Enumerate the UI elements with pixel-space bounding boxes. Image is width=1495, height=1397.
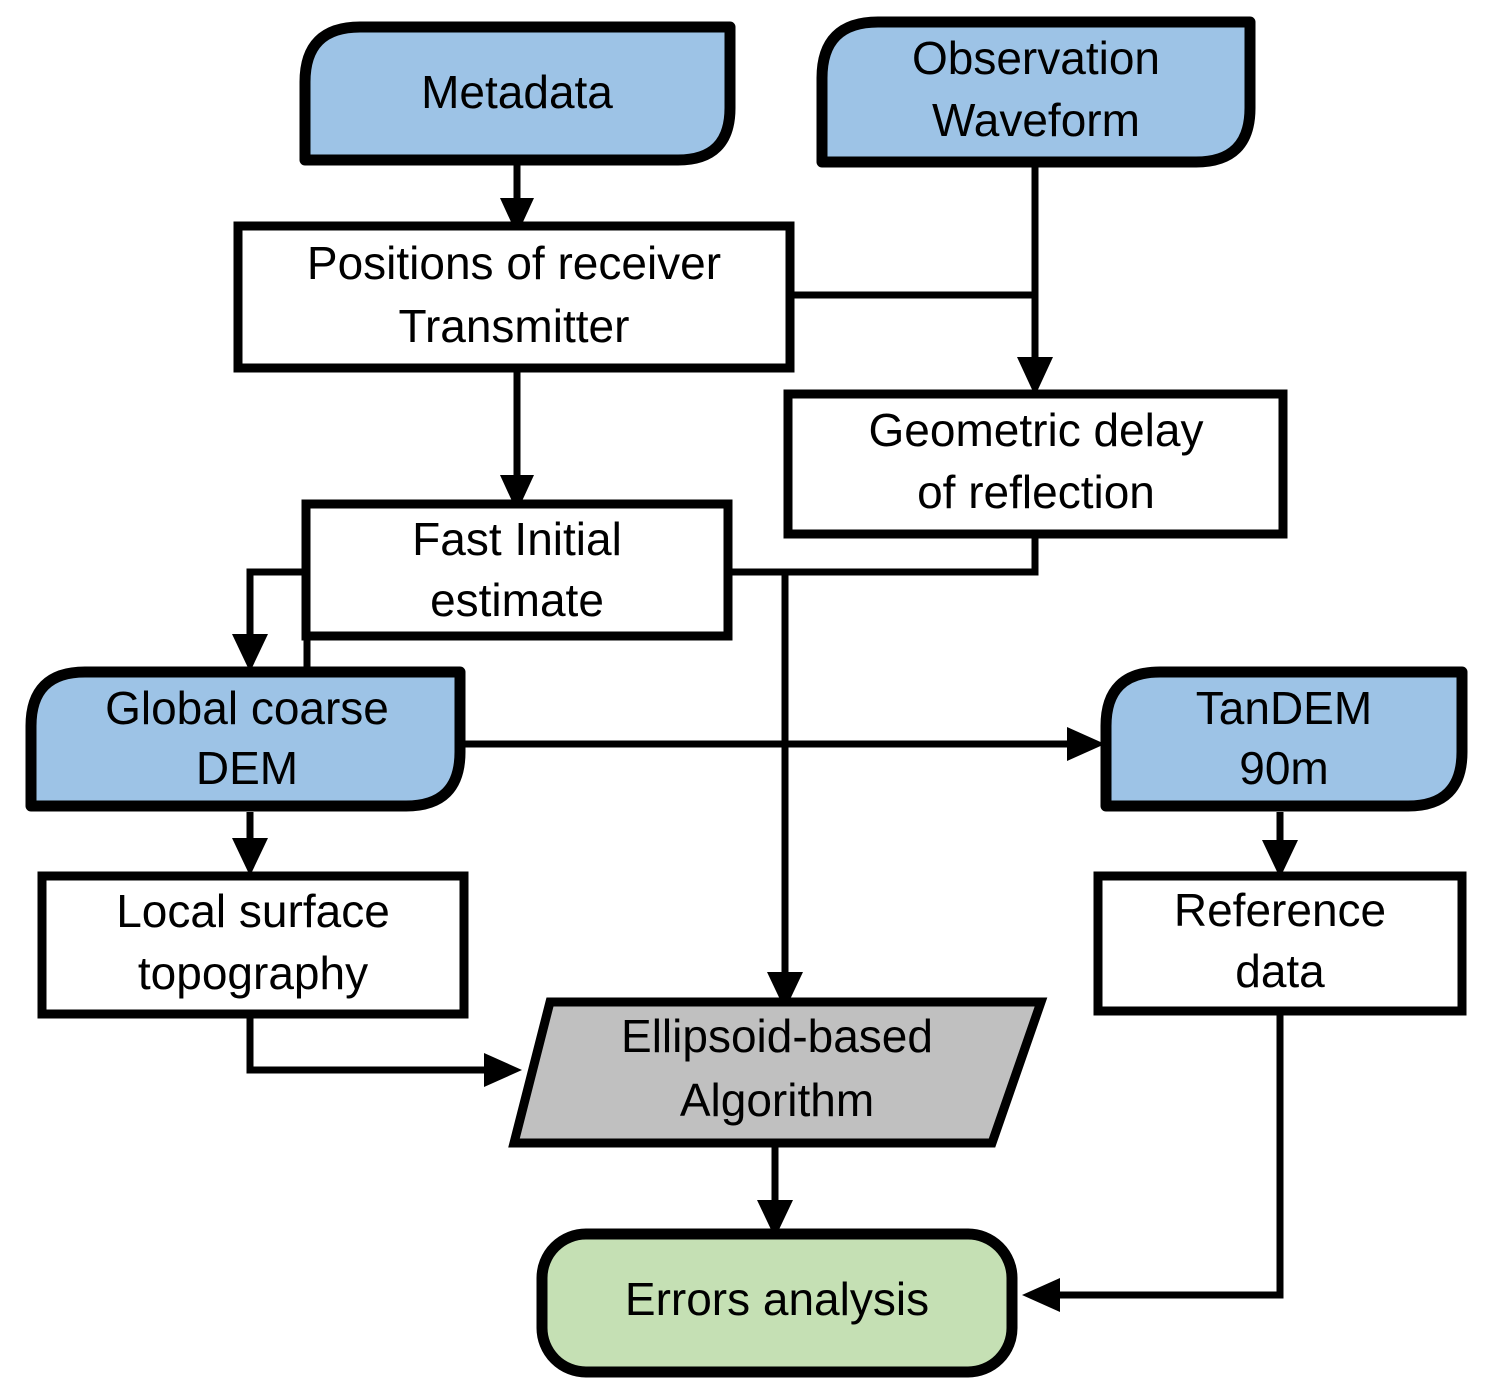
local-surface-line2: topography bbox=[138, 947, 368, 999]
observation-waveform-shape bbox=[816, 16, 1256, 168]
node-ellipsoid-based-algorithm[interactable]: Ellipsoid-based Algorithm bbox=[508, 997, 1048, 1148]
tandem-90m-line1: TanDEM bbox=[1196, 682, 1372, 734]
edge-fast-initial-to-global-dem bbox=[232, 568, 307, 672]
positions-shape bbox=[233, 221, 795, 373]
reference-data-line2: data bbox=[1235, 945, 1325, 997]
geometric-delay-shape bbox=[783, 389, 1288, 539]
global-coarse-dem-line1: Global coarse bbox=[105, 682, 389, 734]
edge-reference-data-to-errors-analysis bbox=[1022, 1011, 1284, 1312]
algorithm-shape bbox=[508, 997, 1048, 1148]
reference-data-shape bbox=[1093, 871, 1467, 1016]
arrow-head-icon bbox=[1017, 357, 1053, 396]
arrow-head-icon bbox=[757, 1200, 793, 1238]
fast-initial-line2: estimate bbox=[430, 574, 604, 626]
tandem-90m-line2: 90m bbox=[1239, 742, 1328, 794]
global-coarse-dem-line2: DEM bbox=[196, 742, 298, 794]
edge-geometric-to-algorithm bbox=[785, 535, 1039, 576]
node-errors-analysis[interactable]: Errors analysis bbox=[536, 1228, 1018, 1378]
arrow-head-icon bbox=[1262, 840, 1298, 878]
local-surface-shape bbox=[37, 871, 469, 1019]
node-geometric-delay-of-reflection[interactable]: Geometric delay of reflection bbox=[783, 389, 1288, 539]
positions-line1: Positions of receiver bbox=[307, 237, 721, 289]
node-tandem-90m[interactable]: TanDEM 90m bbox=[1100, 666, 1468, 812]
arrow-head-icon bbox=[232, 634, 268, 672]
edge-global-dem-to-local-surface bbox=[232, 812, 268, 876]
node-reference-data[interactable]: Reference data bbox=[1093, 871, 1467, 1016]
edge-fast-initial-to-algorithm bbox=[728, 568, 803, 1010]
arrow-head-icon bbox=[232, 838, 268, 876]
observation-waveform-line1: Observation bbox=[912, 32, 1160, 84]
observation-waveform-line2: Waveform bbox=[932, 94, 1140, 146]
geometric-delay-line2: of reflection bbox=[917, 466, 1155, 518]
positions-line2: Transmitter bbox=[399, 300, 630, 352]
arrow-head-icon bbox=[500, 475, 534, 512]
arrow-head-icon bbox=[1067, 727, 1105, 761]
local-surface-line1: Local surface bbox=[116, 885, 390, 937]
edge-positions-to-fast-initial bbox=[500, 372, 534, 512]
tandem-90m-shape bbox=[1100, 666, 1468, 812]
node-local-surface-topography[interactable]: Local surface topography bbox=[37, 871, 469, 1019]
errors-analysis-label: Errors analysis bbox=[625, 1273, 929, 1325]
errors-analysis-shape bbox=[536, 1228, 1018, 1378]
arrow-head-icon bbox=[500, 198, 534, 235]
edge-metadata-to-positions bbox=[500, 160, 534, 235]
metadata-shape bbox=[299, 21, 736, 166]
algorithm-line2: Algorithm bbox=[680, 1074, 874, 1126]
edge-tandem-to-reference-data bbox=[1262, 812, 1298, 878]
node-observation-waveform[interactable]: Observation Waveform bbox=[816, 16, 1256, 168]
edge-observation-to-geometric bbox=[1017, 162, 1053, 396]
node-positions-of-receiver-transmitter[interactable]: Positions of receiver Transmitter bbox=[233, 221, 795, 373]
edge-local-surface-to-algorithm bbox=[246, 1014, 522, 1087]
edge-algorithm-to-errors-analysis bbox=[757, 1143, 793, 1238]
arrow-head-icon bbox=[767, 972, 803, 1010]
metadata-label: Metadata bbox=[421, 66, 613, 118]
arrow-head-icon bbox=[1022, 1278, 1060, 1312]
arrow-head-icon bbox=[484, 1053, 522, 1087]
reference-data-line1: Reference bbox=[1174, 884, 1386, 936]
node-metadata[interactable]: Metadata bbox=[299, 21, 736, 166]
geometric-delay-line1: Geometric delay bbox=[869, 404, 1204, 456]
fast-initial-estimate-shape bbox=[301, 499, 733, 641]
global-coarse-dem-shape bbox=[25, 666, 466, 812]
algorithm-line1: Ellipsoid-based bbox=[621, 1010, 933, 1062]
node-fast-initial-estimate[interactable]: Fast Initial estimate bbox=[301, 499, 733, 641]
fast-initial-line1: Fast Initial bbox=[412, 513, 622, 565]
node-global-coarse-dem[interactable]: Global coarse DEM bbox=[25, 666, 466, 812]
